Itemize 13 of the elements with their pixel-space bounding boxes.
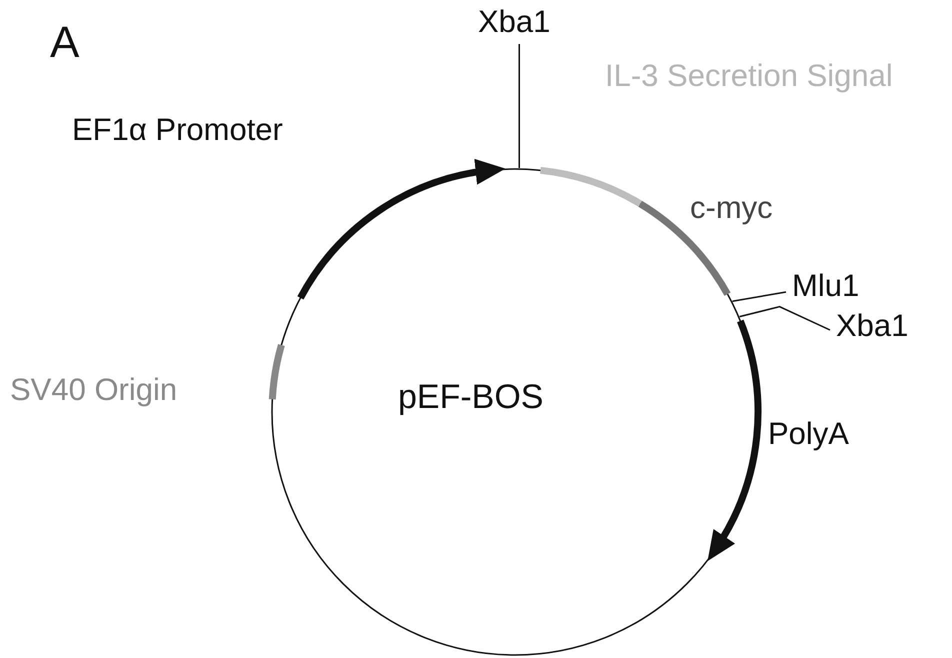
restriction-site-label: Xba1 — [478, 4, 550, 40]
feature-label: IL-3 Secretion Signal — [605, 58, 893, 94]
panel-letter: A — [50, 18, 80, 68]
leader-line — [739, 306, 830, 331]
leader-line — [732, 291, 786, 302]
feature-label: SV40 Origin — [10, 372, 178, 408]
leader-line — [518, 44, 520, 168]
feature-label: EF1α Promoter — [72, 112, 283, 148]
restriction-site-label: Mlu1 — [792, 268, 860, 304]
restriction-site-label: Xba1 — [836, 308, 908, 344]
feature-label: c-myc — [690, 190, 773, 226]
plasmid-name: pEF-BOS — [398, 378, 544, 417]
feature-label: PolyA — [768, 416, 849, 452]
